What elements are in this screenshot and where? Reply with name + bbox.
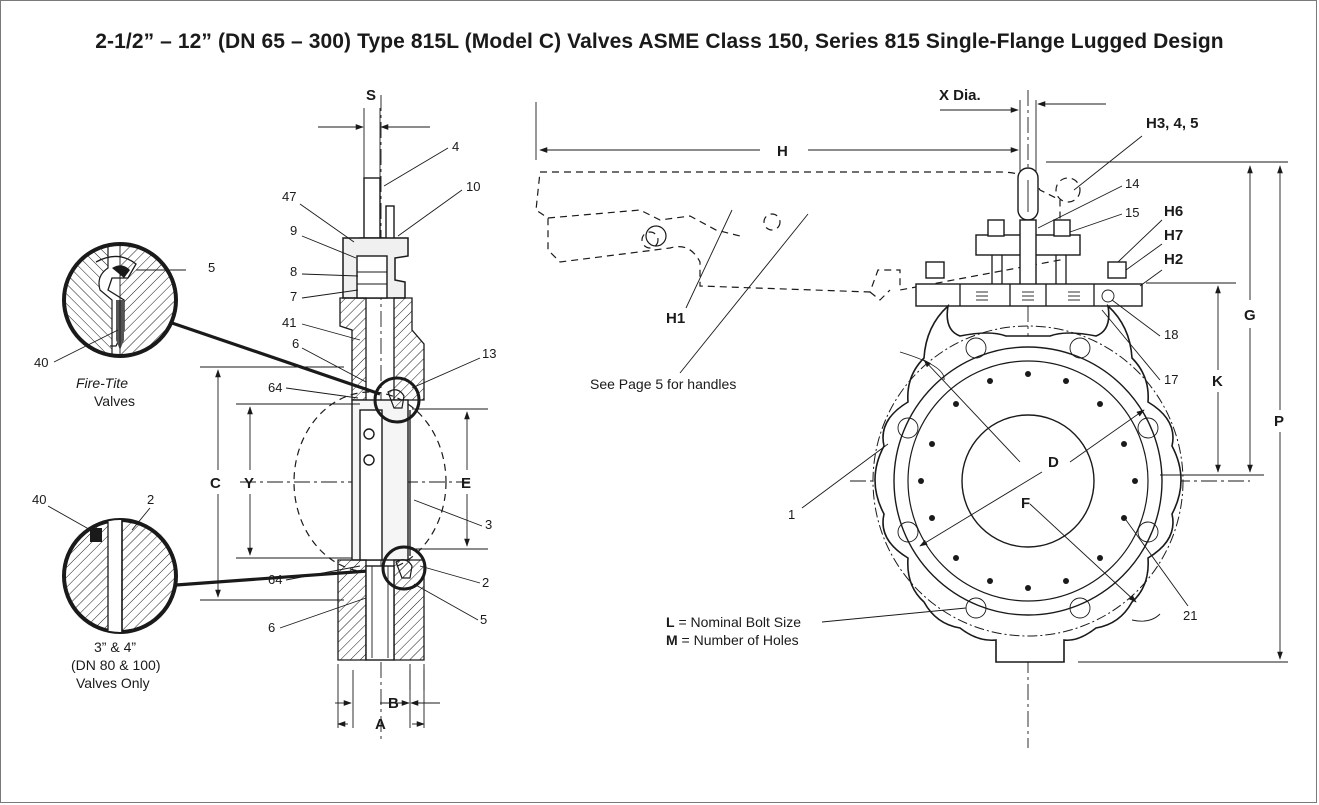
- front-view: [535, 90, 1250, 748]
- dim-S: S: [366, 87, 376, 104]
- holes-note: M = Number of Holes: [666, 632, 799, 648]
- dim-E: E: [461, 475, 471, 492]
- part-40-label-b: 40: [32, 492, 46, 507]
- small-valves-detail: 40 2 3” & 4” (DN 80 & 100) Valves Only: [32, 492, 178, 691]
- dim-B: B: [388, 695, 399, 712]
- part-2-label-a: 2: [147, 492, 154, 507]
- dim-H: H: [777, 143, 788, 160]
- section-view: [240, 95, 470, 740]
- part-5-label: 5: [208, 260, 215, 275]
- small-valves-line2: (DN 80 & 100): [71, 657, 160, 673]
- dim-C: C: [210, 475, 221, 492]
- part-9: 9: [290, 223, 297, 238]
- part-6a: 6: [292, 336, 299, 351]
- part-6b: 6: [268, 620, 275, 635]
- page-title: 2-1/2” – 12” (DN 65 – 300) Type 815L (Mo…: [95, 30, 1224, 53]
- dim-H3: H3, 4, 5: [1146, 115, 1199, 132]
- dim-X: X Dia.: [939, 87, 981, 104]
- part-2b: 2: [482, 575, 489, 590]
- part-47: 47: [282, 189, 296, 204]
- section-callouts: 4 10 47 9 8 7 41 6 64 13 3 2 5 64 6: [268, 139, 496, 635]
- part-64b: 64: [268, 572, 282, 587]
- dim-H2: H2: [1164, 251, 1183, 268]
- part-64a: 64: [268, 380, 282, 395]
- front-callouts: H3, 4, 5 14 15 H6 H7 H2 18 17 21 1 H1 Se…: [590, 115, 1199, 648]
- part-8: 8: [290, 264, 297, 279]
- bolt-size-note: L = Nominal Bolt Size: [666, 614, 801, 630]
- firetite-detail: 5 40 Fire-Tite Valves: [34, 242, 215, 409]
- part-18: 18: [1164, 327, 1178, 342]
- part-14: 14: [1125, 176, 1139, 191]
- dim-P: P: [1274, 413, 1284, 430]
- dim-A: A: [375, 716, 386, 733]
- part-41: 41: [282, 315, 296, 330]
- dim-H6: H6: [1164, 203, 1183, 220]
- front-dimensions: X Dia. H G K P D F: [535, 87, 1288, 663]
- part-40-label: 40: [34, 355, 48, 370]
- handles-note: See Page 5 for handles: [590, 376, 736, 392]
- part-10: 10: [466, 179, 480, 194]
- dim-D: D: [1048, 454, 1059, 471]
- part-15: 15: [1125, 205, 1139, 220]
- firetite-label: Fire-Tite: [76, 375, 128, 391]
- part-5b: 5: [480, 612, 487, 627]
- part-1: 1: [788, 507, 795, 522]
- part-17: 17: [1164, 372, 1178, 387]
- dim-Y: Y: [244, 475, 254, 492]
- part-7: 7: [290, 289, 297, 304]
- dim-K: K: [1212, 373, 1223, 390]
- dim-H7: H7: [1164, 227, 1183, 244]
- small-valves-line1: 3” & 4”: [94, 639, 136, 655]
- part-4: 4: [452, 139, 459, 154]
- firetite-valves-label: Valves: [94, 393, 135, 409]
- small-valves-line3: Valves Only: [76, 675, 150, 691]
- section-dimensions: S C Y E A B: [200, 87, 488, 733]
- part-21: 21: [1183, 608, 1197, 623]
- dim-G: G: [1244, 307, 1256, 324]
- dim-H1: H1: [666, 310, 685, 327]
- part-3: 3: [485, 517, 492, 532]
- part-13: 13: [482, 346, 496, 361]
- dim-F: F: [1021, 495, 1030, 512]
